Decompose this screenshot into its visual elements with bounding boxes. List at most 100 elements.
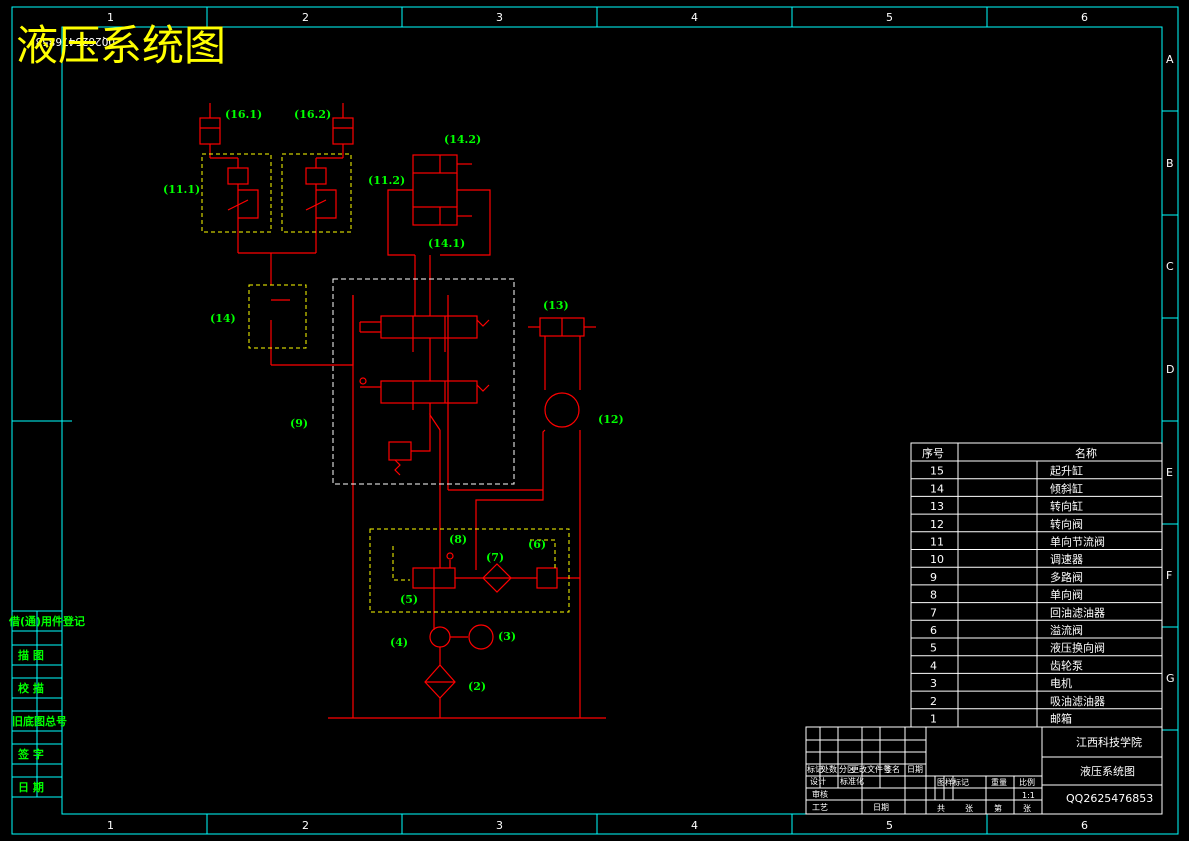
total-label: 共 (937, 804, 945, 813)
change-doc-label: 更改文件号 (851, 764, 891, 774)
check-throttle-box-right (281, 153, 352, 233)
relief-valve-6 (536, 567, 558, 589)
parts-row-no: 12 (930, 518, 944, 531)
steering-valve-12 (544, 392, 580, 428)
design-label: 设计 (810, 776, 826, 786)
parts-header-no: 序号 (922, 446, 944, 460)
sheet-frame (11, 6, 1179, 835)
gear-pump (429, 626, 451, 648)
label-11-1: (11.1) (163, 183, 200, 196)
label-12: (12) (598, 413, 624, 426)
label-14: (14) (210, 312, 236, 325)
parts-row-name: 起升缸 (1050, 464, 1083, 478)
throttle-valve-right (305, 167, 327, 185)
parts-row-name: 溢流阀 (1050, 623, 1083, 637)
sign-label: 签名 (884, 764, 900, 774)
scale-value: 1:1 (1022, 791, 1035, 800)
parts-row-no: 11 (930, 536, 944, 549)
parts-row-no: 14 (930, 482, 944, 495)
grid-col-5: 5 (886, 11, 893, 24)
grid-col-6: 6 (1081, 11, 1088, 24)
parts-row-no: 5 (930, 642, 937, 655)
check-throttle-box-left (201, 153, 272, 233)
parts-row-no: 4 (930, 659, 937, 672)
title-block: 江西科技学院 液压系统图 QQ2625476853 1:1 图样标记 重量 比例… (805, 726, 1163, 815)
grid-col-3: 3 (496, 819, 503, 832)
zone-label: 分区 (839, 765, 855, 774)
grid-col-1: 1 (107, 819, 114, 832)
lift-cylinder-left (199, 117, 221, 145)
parts-row-no: 9 (930, 571, 937, 584)
grid-row-b: B (1166, 157, 1174, 170)
page-title: 液压系统图 (16, 21, 226, 70)
ratio-label: 比例 (1019, 777, 1035, 787)
parts-row-name: 齿轮泵 (1050, 658, 1083, 672)
weight-label: 重量 (991, 777, 1007, 787)
dashed-boundaries (201, 153, 570, 613)
page-label: 第 (994, 803, 1002, 813)
multiway-valve-spool-1 (380, 315, 478, 339)
grid-row-c: C (1166, 260, 1174, 273)
grid-col-4: 4 (691, 819, 698, 832)
stage-mark-label: 图样标记 (937, 777, 969, 787)
tilt-lock-box (248, 284, 307, 349)
parts-row-name: 多路阀 (1050, 570, 1083, 584)
parts-row-no: 2 (930, 695, 937, 708)
grid-row-g: G (1166, 672, 1175, 685)
parts-row-name: 吸油滤油器 (1050, 694, 1105, 708)
label-6: (6) (528, 538, 546, 551)
label-2: (2) (468, 680, 486, 693)
hydraulic-circuit (199, 103, 606, 719)
parts-row-name: 回油滤油器 (1050, 605, 1105, 619)
parts-row-no: 7 (930, 606, 937, 619)
parts-row-no: 1 (930, 713, 937, 726)
label-8: (8) (449, 533, 467, 546)
parts-row-name: 邮箱 (1050, 712, 1072, 726)
parts-row-name: 转向阀 (1050, 517, 1083, 531)
count-label: 处数 (821, 764, 837, 774)
grid-row-f: F (1166, 569, 1172, 582)
label-7: (7) (486, 551, 504, 564)
parts-row-no: 8 (930, 589, 937, 602)
parts-row-no: 13 (930, 500, 944, 513)
label-4: (4) (390, 636, 408, 649)
throttle-valve-left (227, 167, 249, 185)
label-3: (3) (498, 630, 516, 643)
parts-row-no: 10 (930, 553, 944, 566)
label-5: (5) (400, 593, 418, 606)
parts-row-name: 倾斜缸 (1050, 481, 1083, 495)
parts-row-name: 电机 (1050, 676, 1072, 690)
grid-row-d: D (1166, 363, 1174, 376)
reversing-valve-box (369, 528, 570, 613)
grid-row-e: E (1166, 466, 1173, 479)
stamp-trace: 描 图 (18, 648, 44, 662)
grid-col-2: 2 (302, 819, 309, 832)
tilt-cylinder-top (412, 154, 458, 174)
component-labels: (16.1) (16.2) (14.2) (11.1) (11.2) (14.1… (163, 108, 624, 693)
grid-col-3: 3 (496, 11, 503, 24)
sheet-label: 张 (965, 804, 973, 813)
drawing-name: 液压系统图 (1080, 764, 1135, 778)
stamp-borrow-register: 借(通)用件登记 (8, 614, 85, 628)
mirrored-code: QQ2625476853 (36, 35, 115, 48)
multiway-valve-frame (332, 278, 515, 485)
process-label: 工艺 (812, 803, 828, 812)
grid-row-a: A (1166, 53, 1174, 66)
multiway-valve-spool-2 (380, 380, 478, 404)
parts-row-no: 3 (930, 677, 937, 690)
standardize-label: 标准化 (840, 776, 864, 786)
parts-row-name: 单向阀 (1050, 588, 1083, 602)
date-label: 日期 (873, 803, 889, 812)
label-16-2: (16.2) (294, 108, 331, 121)
school-name: 江西科技学院 (1076, 735, 1142, 749)
parts-row-name: 单向节流阀 (1050, 535, 1105, 549)
stamp-signature: 签 字 (17, 747, 44, 761)
grid-col-1: 1 (107, 11, 114, 24)
label-14-2: (14.2) (444, 133, 481, 146)
grid-col-6: 6 (1081, 819, 1088, 832)
parts-row-no: 6 (930, 624, 937, 637)
lift-cylinder-right (332, 117, 354, 145)
parts-header-name: 名称 (1075, 446, 1097, 460)
grid-col-5: 5 (886, 819, 893, 832)
